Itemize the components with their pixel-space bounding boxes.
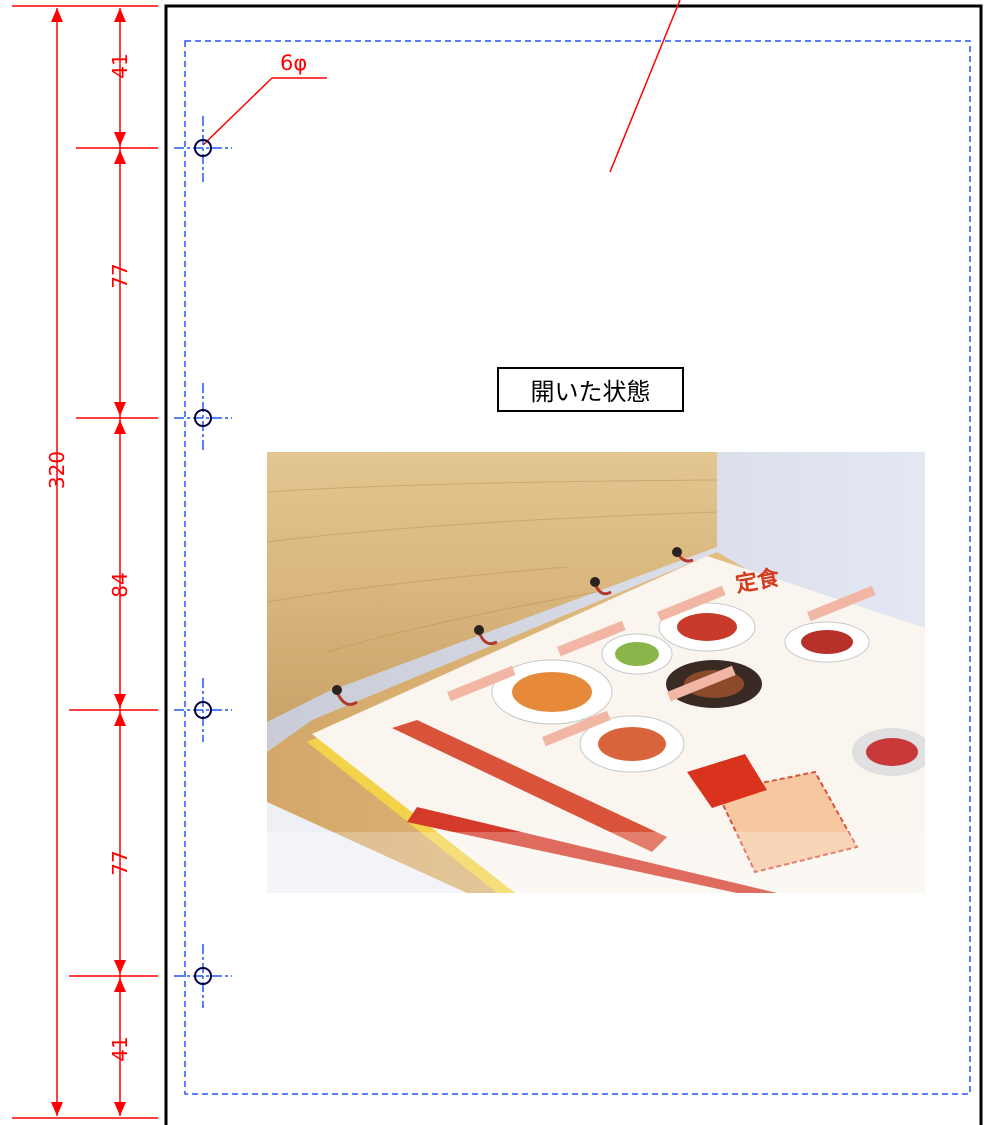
menu-red-band [392,720,667,852]
dim-seg4-text: 77 [108,850,132,875]
hole-3 [174,678,232,742]
hole-2 [174,383,232,450]
lunch-box [687,754,859,874]
dish-plates [491,602,925,776]
hole-leader [202,77,327,146]
open-state-label: 開いた状態 [497,367,684,412]
dim-seg1-text: 41 [108,53,132,78]
hole-size-label: 6φ [280,51,307,75]
dim-seg2-text: 77 [108,263,132,288]
hole-1 [174,116,232,182]
menu-item-labels [447,585,876,747]
dim-seg5-text: 41 [108,1036,132,1061]
open-menu-photo: 定食 [267,452,925,893]
overall-dimension-line [51,8,63,1116]
hole-4 [174,944,232,1008]
dim-total-text: 320 [45,451,69,489]
binding-posts [332,547,682,695]
board-outline [164,4,983,1125]
segment-dimension-line [114,8,126,1116]
menu-bottom-band [407,807,777,893]
top-leader-line [609,0,681,173]
extension-lines [12,5,158,1119]
margin-dashed-line [184,40,971,1095]
dim-seg3-text: 84 [108,572,132,597]
wood-cover [267,452,717,722]
